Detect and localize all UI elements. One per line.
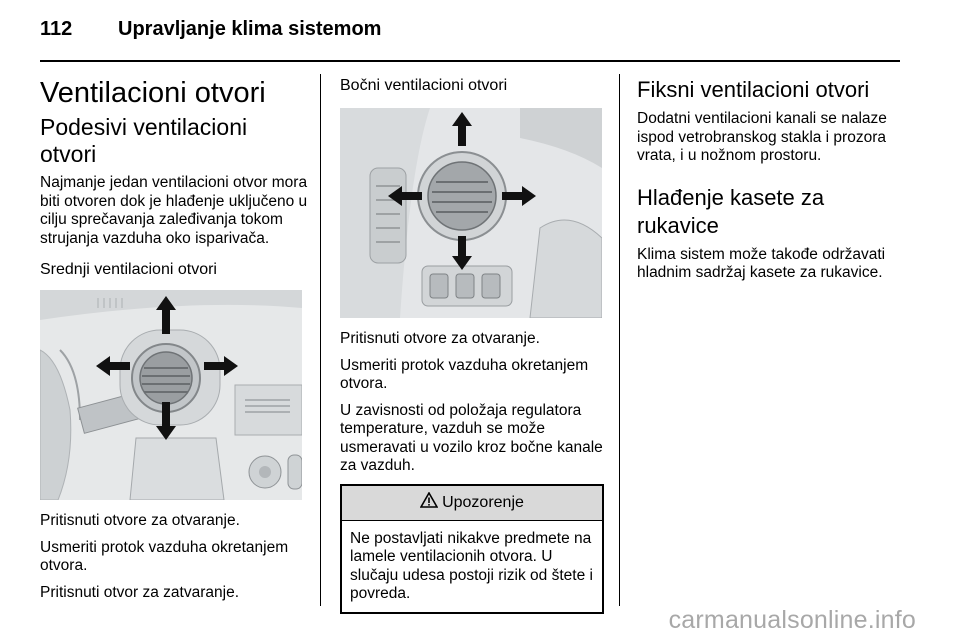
warning-title: Upozorenje <box>442 493 524 511</box>
subsection-title: Podesivi ventilacioni otvori <box>40 114 248 167</box>
warning-text: Ne postavljati nikakve predmete na lamel… <box>350 529 593 603</box>
glovebox-cooling-title: Hlađenje kasete za rukavice <box>637 184 825 238</box>
side-vent-illustration <box>340 108 602 318</box>
section-title: Ventilacioni otvori <box>40 77 266 109</box>
side-vents-heading: Bočni ventilacioni otvori <box>340 77 508 94</box>
header-rule <box>40 60 900 62</box>
column-middle: Bočni ventilacioni otvori Pritisnuti otv… <box>340 72 604 614</box>
warning-header: Upozorenje <box>342 485 602 521</box>
column-right: Fiksni ventilacioni otvori Dodatni venti… <box>637 72 902 291</box>
center-vent-illustration <box>40 290 302 500</box>
watermark: carmanualsonline.info <box>668 606 916 634</box>
chapter-title: Upravljanje klima sistemom <box>118 18 382 40</box>
intro-paragraph: Najmanje jedan ventilacioni otvor mora b… <box>40 174 308 247</box>
warning-box: Upozorenje Ne postavljati nikakve predme… <box>340 483 604 614</box>
side-vents-step-3: U zavisnosti od položaja regulatora temp… <box>340 401 603 475</box>
center-vents-step-1: Pritisnuti otvore za otvaranje. <box>40 512 240 529</box>
center-vents-step-2: Usmeriti protok vazduha okretanjem otvor… <box>40 538 289 575</box>
side-vents-step-1: Pritisnuti otvore za otvaranje. <box>340 330 540 347</box>
column-divider <box>320 74 321 606</box>
column-left: Ventilacioni otvori Podesivi ventilacion… <box>40 72 308 610</box>
center-vents-heading: Srednji ventilacioni otvori <box>40 261 217 278</box>
glovebox-cooling-paragraph: Klima sistem može takođe održavati hladn… <box>637 245 886 282</box>
fixed-vents-paragraph: Dodatni ventilacioni kanali se nalaze is… <box>637 110 887 164</box>
center-vents-step-3: Pritisnuti otvor za zatvaranje. <box>40 583 240 601</box>
page-number: 112 <box>40 18 73 40</box>
column-divider <box>619 74 620 606</box>
warning-triangle-icon <box>419 491 439 513</box>
fixed-vents-title: Fiksni ventilacioni otvori <box>637 77 870 102</box>
side-vents-step-2: Usmeriti protok vazduha okretanjem otvor… <box>340 356 589 393</box>
